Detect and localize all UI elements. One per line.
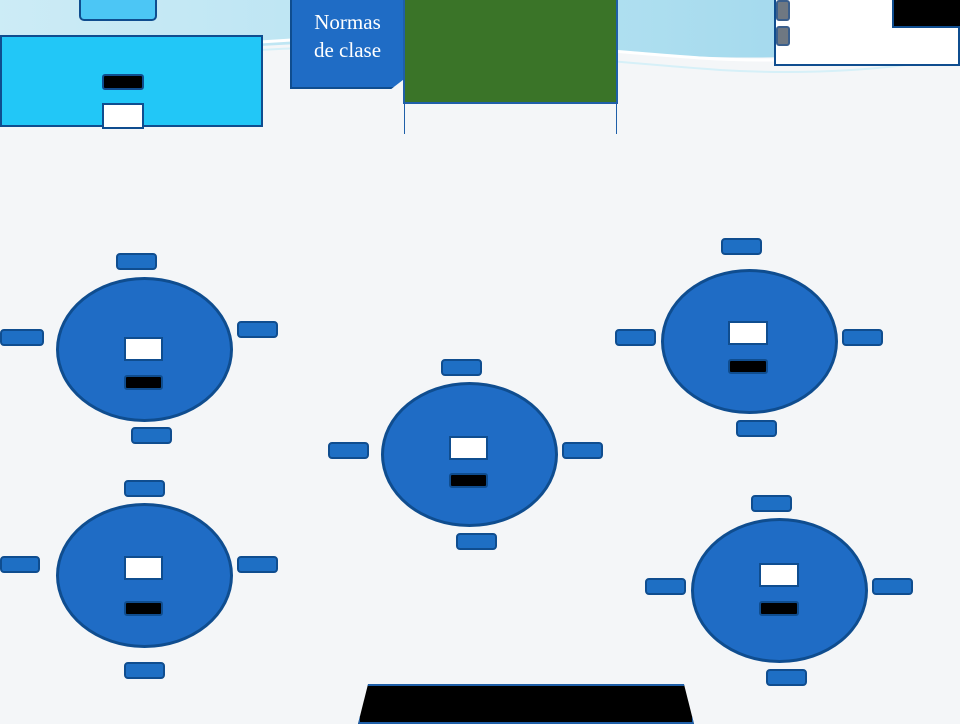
table-5-label-white xyxy=(759,563,799,587)
table-2-label-white xyxy=(449,436,488,460)
cabinet xyxy=(774,0,960,66)
teacher-desk-zone xyxy=(0,35,263,129)
table-3-chair-right[interactable] xyxy=(842,329,883,346)
table-1-label-white xyxy=(124,337,163,361)
table-4-chair-left[interactable] xyxy=(0,556,40,573)
table-3-chair-top[interactable] xyxy=(721,238,762,255)
blackboard-leg-right xyxy=(616,104,617,134)
cabinet-handle-top xyxy=(776,0,790,21)
table-2-chair-right[interactable] xyxy=(562,442,603,459)
norms-label-line1: Normas xyxy=(314,10,381,34)
table-1-chair-top[interactable] xyxy=(116,253,157,270)
cabinet-handle-bottom xyxy=(776,26,790,46)
table-5-chair-bottom[interactable] xyxy=(766,669,807,686)
table-3-chair-bottom[interactable] xyxy=(736,420,777,437)
class-norms-sign[interactable]: Normas de clase xyxy=(290,0,405,89)
table-1-chair-left[interactable] xyxy=(0,329,44,346)
table-5-chair-top[interactable] xyxy=(751,495,792,512)
table-2-label-black xyxy=(449,473,488,488)
table-5-chair-right[interactable] xyxy=(872,578,913,595)
table-5-chair-left[interactable] xyxy=(645,578,686,595)
table-4-label-white xyxy=(124,556,163,580)
blackboard-leg-left xyxy=(404,104,405,134)
table-2-chair-top[interactable] xyxy=(441,359,482,376)
table-3-chair-left[interactable] xyxy=(615,329,656,346)
front-desk xyxy=(358,684,694,724)
blackboard xyxy=(403,0,618,104)
table-1-label-black xyxy=(124,375,163,390)
table-4-chair-top[interactable] xyxy=(124,480,165,497)
table-3-label-white xyxy=(728,321,768,345)
table-5-label-black xyxy=(759,601,799,616)
door-tab xyxy=(79,0,157,21)
table-3-label-black xyxy=(728,359,768,374)
table-5[interactable] xyxy=(691,518,868,663)
table-4-chair-right[interactable] xyxy=(237,556,278,573)
table-4-label-black xyxy=(124,601,163,616)
table-2-chair-left[interactable] xyxy=(328,442,369,459)
cabinet-black-label xyxy=(892,0,960,28)
norms-label-line2: de clase xyxy=(313,38,382,62)
table-2-chair-bottom[interactable] xyxy=(456,533,497,550)
teacher-label-white xyxy=(102,103,144,129)
teacher-label-black xyxy=(102,74,144,90)
table-4-chair-bottom[interactable] xyxy=(124,662,165,679)
table-1-chair-bottom[interactable] xyxy=(131,427,172,444)
table-1-chair-right[interactable] xyxy=(237,321,278,338)
